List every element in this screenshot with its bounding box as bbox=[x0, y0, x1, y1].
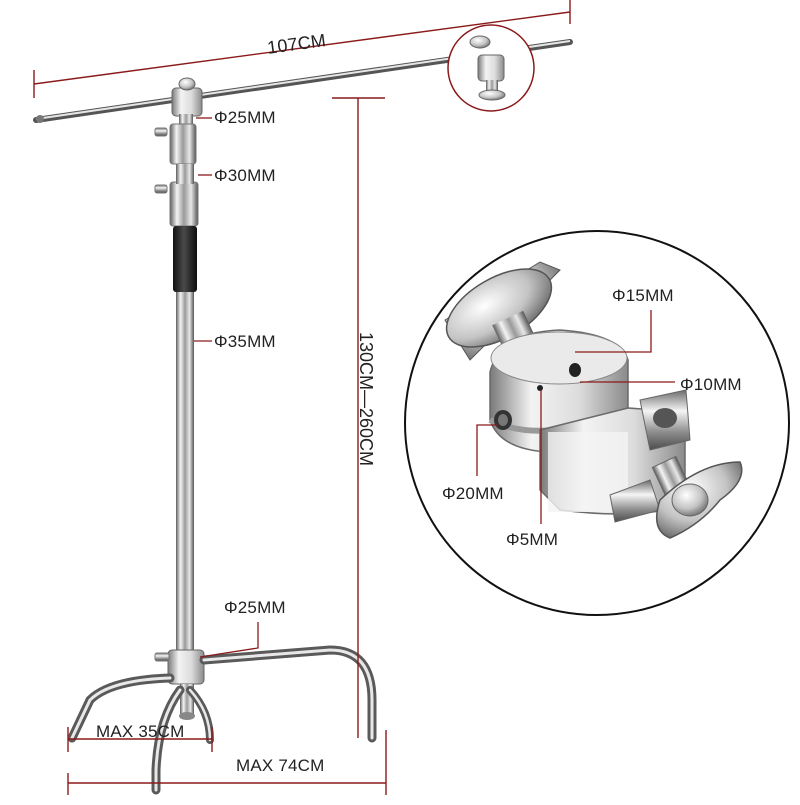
boom-length-dimension bbox=[33, 0, 571, 98]
grip-head bbox=[171, 77, 203, 117]
main-pole-diameter-label: Φ35MM bbox=[214, 332, 276, 351]
clamp-detail-leaders bbox=[476, 310, 675, 524]
top-riser-diameter-label: Φ25MM bbox=[214, 108, 276, 127]
through-hole-diameter-label: Φ20MM bbox=[442, 484, 504, 503]
pin-hole-diameter-label: Φ5MM bbox=[506, 530, 559, 549]
turtle-base-legs bbox=[67, 645, 377, 795]
knob-shaft-diameter-label: Φ15MM bbox=[612, 286, 674, 305]
foam-grip bbox=[173, 226, 197, 292]
side-hole-diameter-label: Φ10MM bbox=[680, 375, 742, 394]
middle-riser bbox=[154, 164, 199, 227]
leg-diameter-label: Φ25MM bbox=[224, 598, 286, 617]
main-pole bbox=[176, 292, 194, 662]
top-riser bbox=[154, 114, 197, 165]
clamp-detail-circle bbox=[404, 230, 790, 616]
height-dimension bbox=[332, 97, 385, 738]
base-outer-width-label: MAX 74CM bbox=[236, 756, 325, 775]
t-handle bbox=[651, 455, 743, 539]
clamp-body bbox=[488, 329, 691, 523]
height-range-label: 130CM—260CM bbox=[356, 332, 376, 467]
base-collar bbox=[154, 649, 205, 720]
grip-head-inset bbox=[447, 24, 535, 112]
middle-riser-diameter-label: Φ30MM bbox=[214, 166, 276, 185]
base-width-dimensions bbox=[67, 727, 387, 795]
diameter-leaders bbox=[194, 117, 259, 658]
base-inner-width-label: MAX 35CM bbox=[96, 722, 185, 741]
